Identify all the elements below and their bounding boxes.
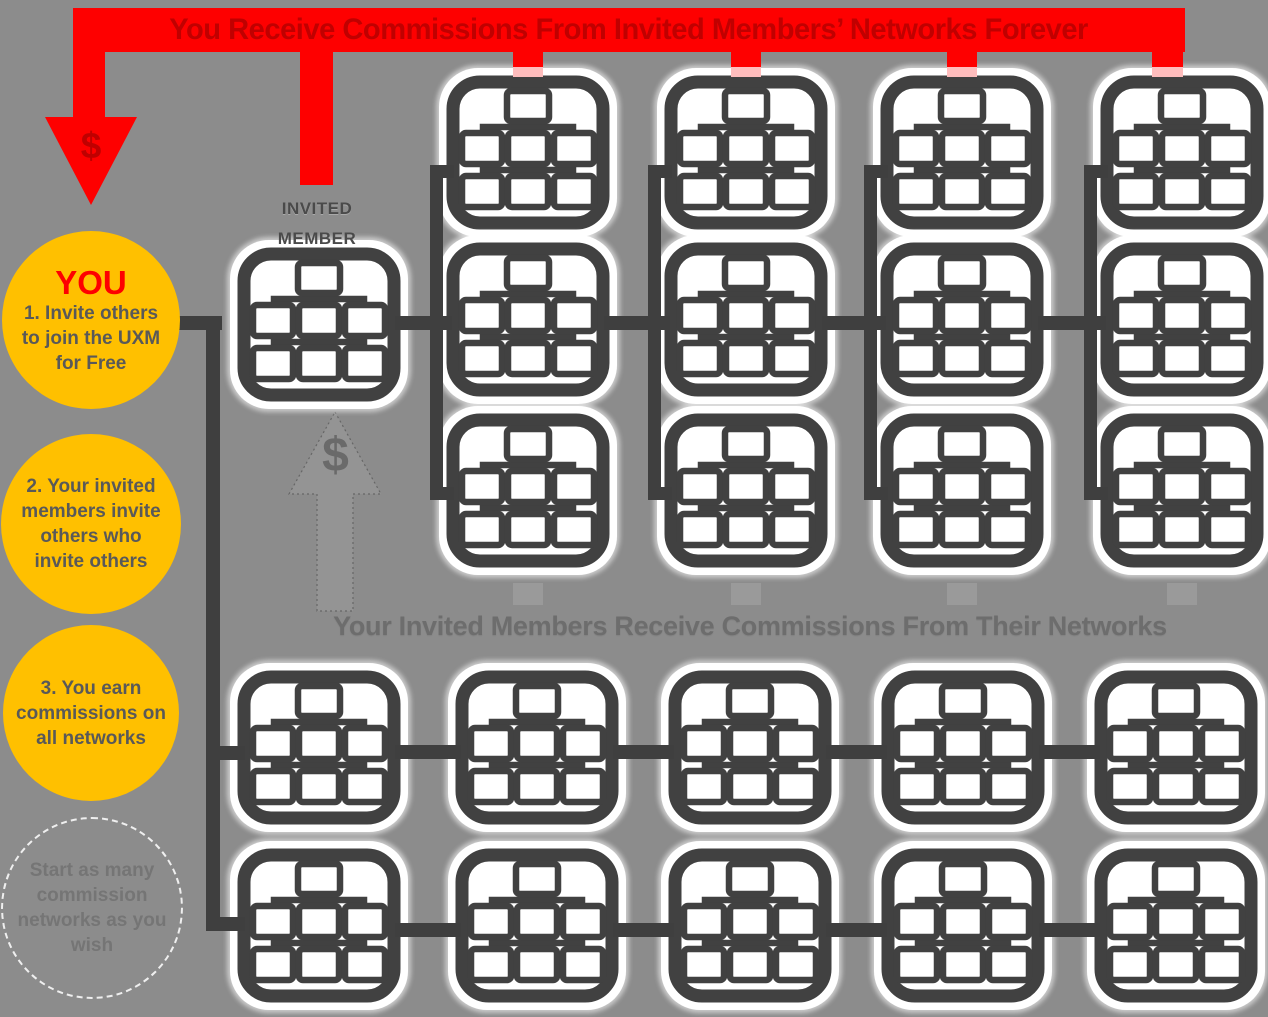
start-networks-circle: Start as many commission networks as you… xyxy=(1,817,183,999)
you-receive-arrow xyxy=(45,8,137,205)
org-chart-icon xyxy=(668,670,832,825)
you-circle-heading: YOU xyxy=(55,263,127,301)
member-network-card xyxy=(1094,670,1258,825)
network-connector xyxy=(1084,165,1097,500)
network-connector xyxy=(206,917,245,931)
top-banner-text: You Receive Commissions From Invited Mem… xyxy=(169,13,1089,46)
you-circle: YOU 1. Invite others to join the UXM for… xyxy=(2,231,180,409)
member-network-card xyxy=(455,848,619,1003)
invited-member-label: INVITED MEMBER xyxy=(241,194,393,254)
network-connector xyxy=(648,487,672,500)
dollar-icon: $ xyxy=(322,429,349,482)
network-connector xyxy=(430,165,454,178)
org-chart-icon xyxy=(237,247,401,402)
network-connector xyxy=(1084,487,1108,500)
member-network-card xyxy=(668,848,832,1003)
network-connector xyxy=(1039,923,1100,937)
org-chart-icon xyxy=(880,75,1044,230)
org-chart-icon xyxy=(880,242,1044,397)
org-chart-icon xyxy=(1094,670,1258,825)
org-chart-icon xyxy=(881,848,1045,1003)
org-chart-icon xyxy=(880,413,1044,568)
top-commission-banner: You Receive Commissions From Invited Mem… xyxy=(73,8,1185,52)
banner-drop xyxy=(513,52,543,77)
member-network-card xyxy=(668,670,832,825)
org-chart-icon xyxy=(1094,848,1258,1003)
org-chart-icon xyxy=(237,848,401,1003)
org-chart-icon xyxy=(446,242,610,397)
network-connector xyxy=(826,923,887,937)
member-network-card xyxy=(880,75,1044,230)
network-connector xyxy=(826,745,887,759)
banner-drop xyxy=(947,52,977,77)
org-chart-icon xyxy=(881,670,1045,825)
ghost-commission-stub xyxy=(1167,583,1197,605)
org-chart-icon xyxy=(446,75,610,230)
member-network-card xyxy=(237,670,401,825)
member-network-card xyxy=(1100,75,1264,230)
network-connector xyxy=(430,487,454,500)
org-chart-icon xyxy=(455,670,619,825)
org-chart-icon xyxy=(1100,242,1264,397)
network-connector xyxy=(395,745,461,759)
member-network-card xyxy=(1094,848,1258,1003)
step-2-body: 2. Your invited members invite others wh… xyxy=(21,476,161,572)
invited-member-line1: INVITED xyxy=(281,199,353,218)
org-chart-icon xyxy=(1100,413,1264,568)
invited-member-line2: MEMBER xyxy=(277,229,357,248)
member-network-card xyxy=(664,75,828,230)
start-networks-body: Start as many commission networks as you… xyxy=(17,860,167,956)
org-chart-icon xyxy=(664,413,828,568)
network-connector xyxy=(1084,165,1108,178)
banner-drop xyxy=(731,52,761,77)
network-connector xyxy=(648,165,672,178)
member-network-card xyxy=(881,670,1045,825)
network-connector xyxy=(613,745,674,759)
step-2-circle: 2. Your invited members invite others wh… xyxy=(1,434,181,614)
banner-drop-invited-member xyxy=(300,52,333,185)
network-connector xyxy=(1039,745,1100,759)
member-network-card xyxy=(881,848,1045,1003)
network-connector xyxy=(864,165,877,500)
member-network-card xyxy=(664,413,828,568)
ghost-commission-stub xyxy=(731,583,761,605)
org-chart-icon xyxy=(446,413,610,568)
network-connector xyxy=(648,165,661,500)
network-connector xyxy=(430,165,443,500)
network-connector xyxy=(206,316,220,931)
network-connector xyxy=(395,316,452,330)
network-connector xyxy=(395,923,461,937)
ghost-commission-stub xyxy=(513,583,543,605)
org-chart-icon xyxy=(1100,75,1264,230)
dollar-icon: $ xyxy=(80,125,102,166)
you-circle-body: 1. Invite others to join the UXM for Fre… xyxy=(21,302,161,374)
banner-drop xyxy=(1152,52,1183,77)
member-network-card xyxy=(446,413,610,568)
member-network-card xyxy=(664,242,828,397)
member-network-card xyxy=(880,242,1044,397)
member-network-card xyxy=(880,413,1044,568)
org-chart-icon xyxy=(237,670,401,825)
network-connector xyxy=(864,487,888,500)
ghost-commission-stub xyxy=(947,583,977,605)
member-network-card xyxy=(1100,242,1264,397)
member-network-card xyxy=(446,75,610,230)
network-connector xyxy=(206,746,245,760)
middle-banner-text: Your Invited Members Receive Commissions… xyxy=(333,611,1167,641)
step-3-circle: 3. You earn commissions on all networks xyxy=(3,625,179,801)
member-network-card xyxy=(1100,413,1264,568)
org-chart-icon xyxy=(664,75,828,230)
member-network-card xyxy=(455,670,619,825)
member-network-card xyxy=(237,848,401,1003)
network-connector xyxy=(613,923,674,937)
org-chart-icon xyxy=(664,242,828,397)
network-connector xyxy=(864,165,888,178)
member-network-card xyxy=(446,242,610,397)
step-3-body: 3. You earn commissions on all networks xyxy=(16,677,166,749)
org-chart-icon xyxy=(455,848,619,1003)
member-network-card xyxy=(237,247,401,402)
org-chart-icon xyxy=(668,848,832,1003)
commission-up-arrow xyxy=(287,410,383,612)
